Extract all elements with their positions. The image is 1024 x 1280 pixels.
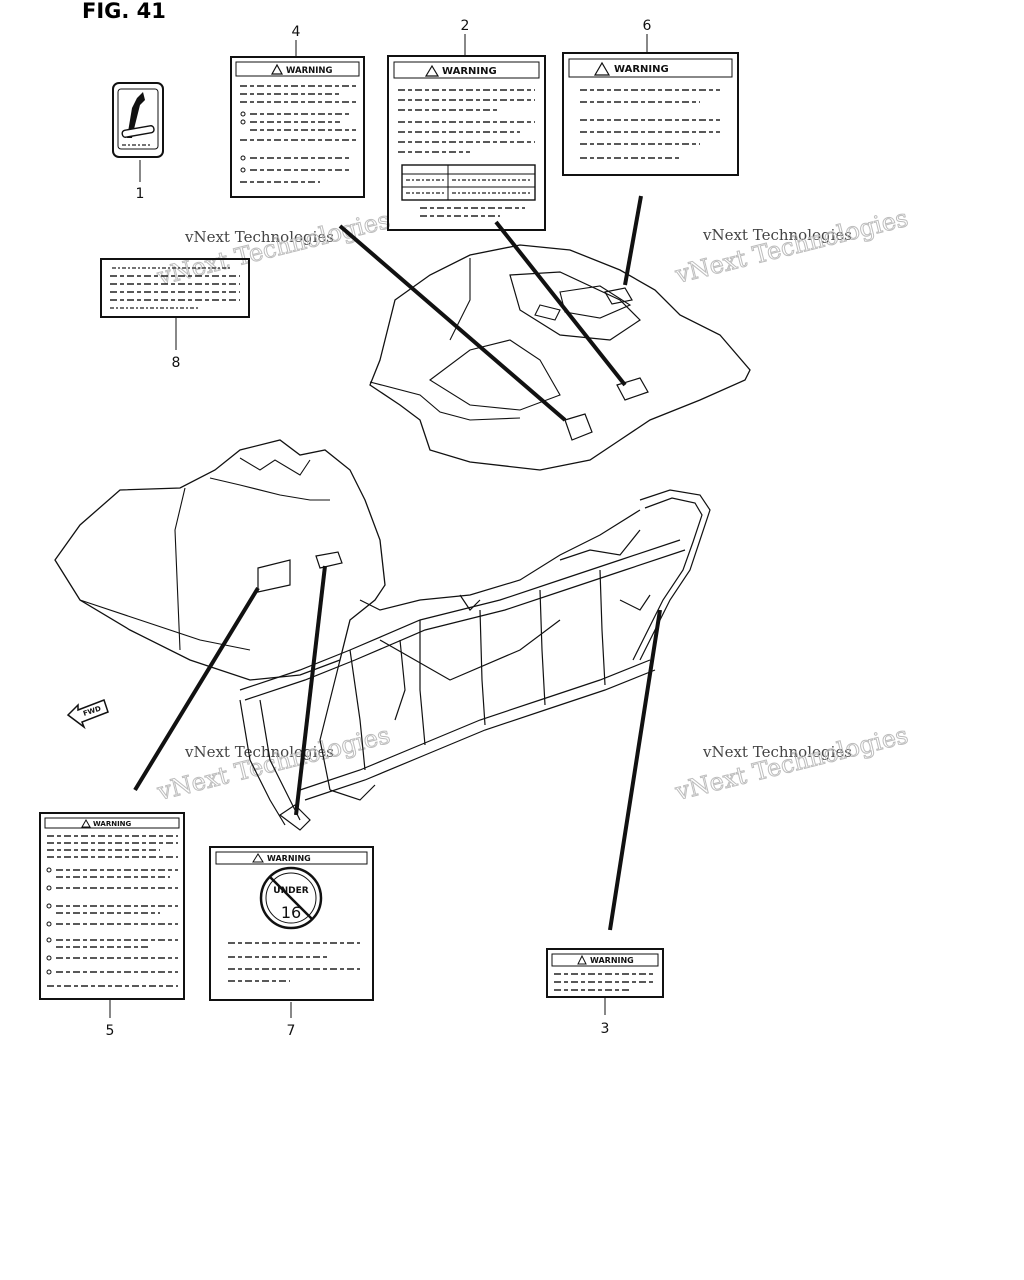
label-8-info-sticker: 8	[100, 258, 250, 371]
label-5-warning-text: WARNING	[93, 820, 132, 828]
callout-4: 4	[292, 24, 301, 40]
label-7-warning-sticker: WARNING UNDER 16 7	[209, 846, 374, 1039]
svg-text:vNext Technologies: vNext Technologies	[184, 228, 334, 246]
svg-text:vNext Technologies: vNext Technologies	[154, 721, 393, 806]
watermark-bottom-right: vNext Technologies vNext Technologies	[671, 720, 911, 806]
label-4-warning-text: WARNING	[286, 66, 333, 76]
watermark-top-right: vNext Technologies vNext Technologies	[671, 203, 911, 289]
leader-lines	[133, 195, 662, 931]
label-6-warning-sticker: 6 WARNING	[562, 18, 739, 176]
callout-6: 6	[643, 18, 652, 34]
watermark-bottom-left: vNext Technologies vNext Technologies	[153, 720, 393, 806]
figure-title: FIG. 41	[82, 0, 166, 23]
svg-text:vNext Technologies: vNext Technologies	[672, 721, 911, 806]
svg-text:vNext Technologies: vNext Technologies	[702, 226, 852, 244]
callout-7: 7	[287, 1023, 296, 1039]
callout-8: 8	[172, 355, 181, 371]
svg-text:vNext Technologies: vNext Technologies	[672, 204, 911, 289]
callout-2: 2	[461, 18, 470, 34]
under-16-badge-top: UNDER	[273, 886, 308, 896]
under-16-badge-bottom: 16	[281, 903, 301, 922]
callout-1: 1	[136, 186, 145, 202]
svg-text:vNext Technologies: vNext Technologies	[154, 206, 393, 291]
label-1-shift-sticker: 1	[112, 82, 164, 202]
label-4-warning-sticker: 4 WARNING	[230, 24, 365, 198]
rear-fender	[369, 244, 751, 471]
forward-direction-arrow: FWD	[66, 699, 109, 730]
label-6-warning-text: WARNING	[614, 64, 669, 75]
svg-text:vNext Technologies: vNext Technologies	[702, 743, 852, 761]
label-7-warning-text: WARNING	[267, 854, 311, 863]
label-2-warning-sticker: 2 WARNING	[387, 18, 546, 231]
label-3-warning-sticker: WARNING 3	[546, 948, 664, 1037]
label-3-warning-text: WARNING	[590, 956, 634, 965]
callout-5: 5	[106, 1023, 115, 1039]
label-2-warning-text: WARNING	[442, 66, 497, 77]
front-fender	[54, 439, 386, 681]
watermark-top-left: vNext Technologies vNext Technologies	[153, 205, 393, 291]
callout-3: 3	[601, 1021, 610, 1037]
svg-text:vNext Technologies: vNext Technologies	[184, 743, 334, 761]
label-5-warning-sticker: WARNING 5	[39, 812, 185, 1039]
